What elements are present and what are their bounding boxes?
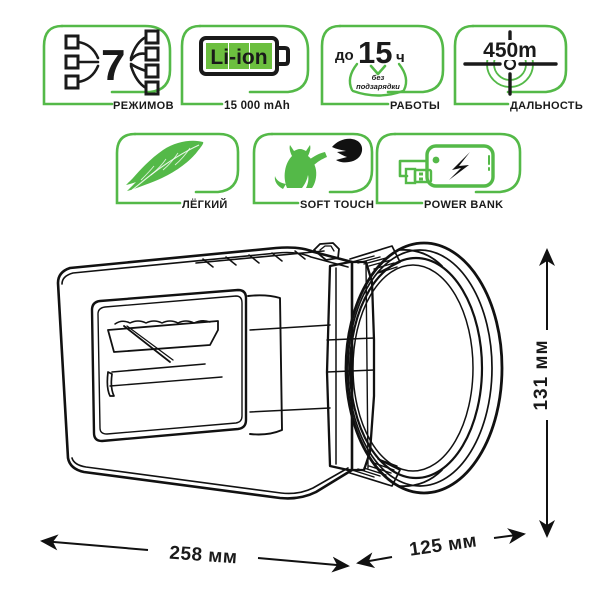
badge-runtime: до 15 ч без подзарядки РАБОТЫ <box>320 24 445 112</box>
badge-soft-touch-label: SOFT TOUCH <box>300 199 374 211</box>
badge-range-label: ДАЛЬНОСТЬ <box>510 100 583 112</box>
dimension-depth-label: 125 мм <box>408 530 478 560</box>
dimension-depth: 125 мм <box>356 528 526 569</box>
badge-power-bank-label: POWER BANK <box>424 199 503 211</box>
badge-light-weight-label: ЛЁГКИЙ <box>182 198 228 211</box>
feather-icon <box>126 140 204 191</box>
cat-paw-icon <box>274 138 363 189</box>
runtime-arc-icon <box>348 62 408 97</box>
badge-modes-label: РЕЖИМОВ <box>113 100 174 112</box>
dimension-height: 131 мм <box>531 248 555 538</box>
badge-battery-label: 15 000 mAh <box>224 100 290 112</box>
runtime-value: 15 <box>358 35 392 70</box>
runtime-prefix: до <box>335 47 354 64</box>
range-value: 450m <box>483 39 537 62</box>
battery-value: Li-ion <box>210 46 267 69</box>
runtime-note-line1: без <box>372 73 385 82</box>
battery-li-ion-icon: Li-ion <box>199 36 290 76</box>
runtime-note-line2: подзарядки <box>356 82 400 91</box>
runtime-unit: ч <box>396 49 405 66</box>
modes-left-wires <box>76 40 100 84</box>
dimension-length: 258 мм <box>40 534 350 573</box>
modes-value: 7 <box>101 41 125 90</box>
badge-soft-touch: SOFT TOUCH <box>252 132 374 211</box>
modes-right-wires <box>129 35 148 90</box>
badge-range: 450m ДАЛЬНОСТЬ <box>453 24 583 112</box>
badge-light-weight: ЛЁГКИЙ <box>115 132 240 211</box>
power-bank-usb-icon <box>398 144 495 188</box>
dimension-height-label: 131 мм <box>531 339 552 410</box>
dimension-length-label: 258 мм <box>169 543 238 569</box>
badge-runtime-label: РАБОТЫ <box>390 100 440 112</box>
badge-battery: Li-ion 15 000 mAh <box>180 24 310 112</box>
badge-power-bank: POWER BANK <box>375 132 522 211</box>
badge-modes: 7 РЕЖИМОВ <box>42 24 174 112</box>
